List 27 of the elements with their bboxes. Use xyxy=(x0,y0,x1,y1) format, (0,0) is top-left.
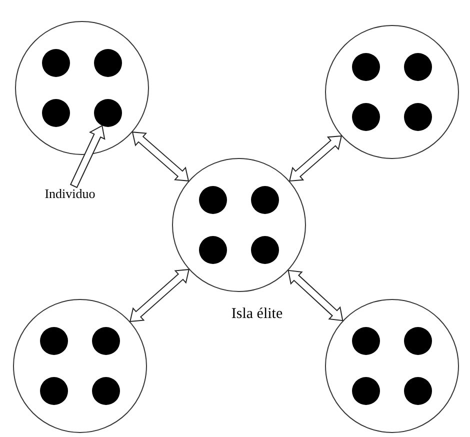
individual-dot xyxy=(352,376,380,405)
individual-dot xyxy=(42,48,70,77)
individual-dot xyxy=(198,186,227,214)
individual-dot xyxy=(250,186,279,214)
individual-dot xyxy=(92,326,120,355)
individual-dot xyxy=(404,326,432,355)
individual-dot xyxy=(40,376,68,405)
individual-dot xyxy=(352,52,380,81)
arrow xyxy=(129,268,190,322)
individual-dot xyxy=(92,376,120,405)
arrow xyxy=(288,135,342,182)
individual-dot xyxy=(198,236,227,264)
individual-dot xyxy=(40,326,68,355)
individual-dot xyxy=(352,102,380,131)
individual-dot xyxy=(42,98,70,127)
individual-dot xyxy=(404,376,432,405)
individual-dot xyxy=(352,326,380,355)
arrow xyxy=(288,270,344,322)
callout-label: Individuo xyxy=(30,186,110,202)
node-label: Isla élite xyxy=(231,306,283,323)
individual-dot xyxy=(250,236,279,264)
individual-dot xyxy=(404,52,432,81)
arrow xyxy=(132,132,190,182)
individual-dot xyxy=(94,48,122,77)
individual-dot xyxy=(94,98,122,127)
arrow xyxy=(70,124,106,188)
individual-dot xyxy=(404,102,432,131)
